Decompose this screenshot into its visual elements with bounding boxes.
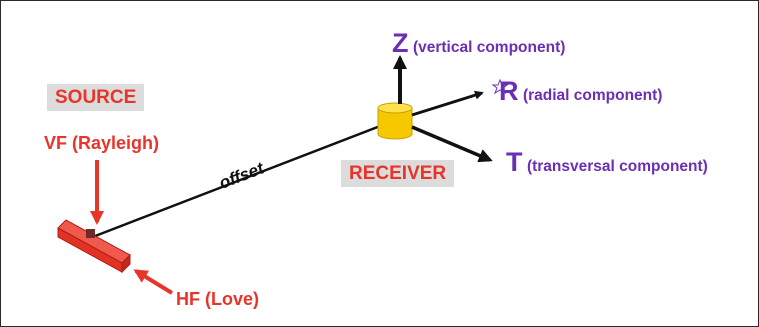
hf-arrow [133,269,174,295]
r-axis-arrow [411,90,484,117]
offset-line [89,121,389,240]
receiver-label: RECEIVER [341,160,455,187]
z-desc: (vertical component) [412,39,566,56]
r-component-label: R (radial component) [499,78,662,105]
source-block [57,219,131,274]
t-component-label: T (transversal component) [506,149,708,176]
receiver-cylinder [377,102,413,140]
vf-rayleigh-label: VF (Rayleigh) [44,133,160,153]
t-letter: T [506,147,523,177]
z-letter: Z [392,28,409,58]
r-letter: R [499,76,519,106]
hf-love-label: HF (Love) [176,289,259,309]
z-component-label: Z (vertical component) [392,30,565,57]
r-desc: (radial component) [522,87,663,104]
source-label: SOURCE [47,84,145,111]
r-star-mark [491,78,509,95]
t-desc: (transversal component) [526,158,708,175]
offset-label: offset [217,158,268,193]
t-axis-arrow [411,125,493,163]
